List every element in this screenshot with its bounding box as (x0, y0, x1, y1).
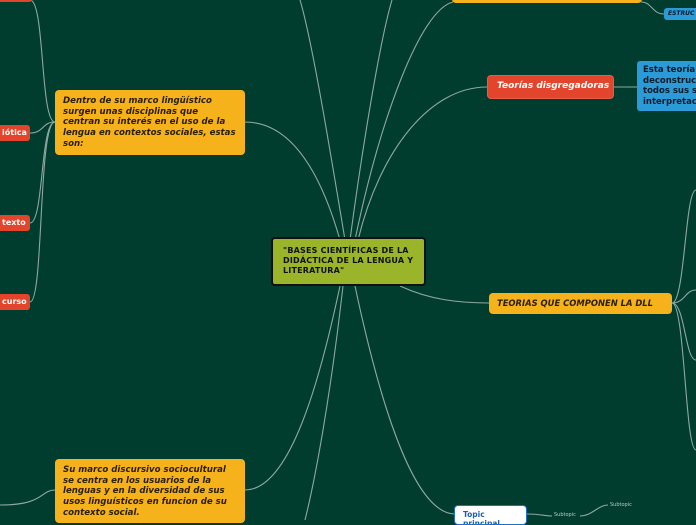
disaggregating-description[interactable]: Esta teoría deconstruc todos sus s inter… (637, 61, 696, 111)
disaggregating-theories-node[interactable]: Teorías disgregadoras (487, 75, 614, 99)
sociocultural-node[interactable]: Su marco discursivo sociocultural se cen… (55, 459, 245, 523)
structure-tag[interactable]: ESTRUC (664, 8, 696, 20)
left-item-texto[interactable]: texto (0, 215, 30, 231)
topic-principal-node[interactable]: Topic principal (454, 505, 527, 525)
top-left-red-node[interactable] (0, 0, 32, 2)
central-topic[interactable]: "BASES CIENTÍFICAS DE LA DIDÁCTICA DE LA… (271, 237, 426, 286)
subtopic-label-2[interactable]: Subtopic (610, 502, 632, 508)
subtopic-label[interactable]: Subtopic (554, 512, 576, 518)
left-item-discurso[interactable]: curso (0, 294, 30, 310)
components-node[interactable]: TEORIAS QUE COMPONEN LA DLL (489, 293, 672, 314)
top-branch-node[interactable] (452, 0, 642, 3)
left-item-semiotica[interactable]: iótica (0, 125, 30, 141)
linguistic-frame-node[interactable]: Dentro de su marco lingüístico surgen un… (55, 90, 245, 155)
